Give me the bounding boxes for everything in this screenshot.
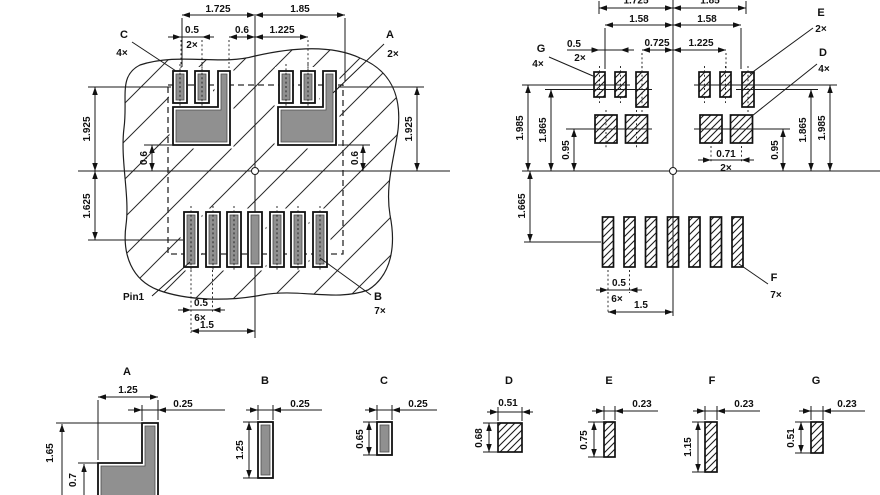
detail-a-height: 1.65: [45, 443, 56, 463]
dim-gap: 0.6: [235, 25, 249, 36]
detail-g-label: G: [812, 375, 821, 387]
callout-b-count: 7×: [374, 306, 386, 317]
callout-e: E: [817, 7, 824, 19]
dim-f-span: 1.5: [634, 300, 648, 311]
detail-e-label: E: [605, 375, 612, 387]
detail-a-width: 1.25: [118, 385, 138, 396]
detail-d-label: D: [505, 375, 513, 387]
detail-d-aperture: [497, 422, 523, 453]
detail-a-offset: 0.25: [173, 399, 193, 410]
right-view-dimensions: [525, 1, 833, 315]
land-pattern-view: 1.725 1.85 0.5 2× 0.6 1.225 C 4× A 2× 1.…: [78, 4, 450, 338]
dim-left-upper: 1.925: [82, 116, 93, 141]
detail-d-width: 0.51: [498, 398, 518, 409]
detail-f: F 0.23 1.15: [683, 375, 760, 473]
dim-c-pitch: 0.5: [185, 25, 199, 36]
dim-left-06: 0.6: [139, 151, 150, 165]
dim-right-1985: 1.985: [817, 115, 828, 140]
dim-1225: 1.225: [688, 38, 713, 49]
detail-e: E 0.23 0.75: [579, 375, 658, 458]
stencil-apertures: [522, 66, 837, 268]
center-lines-left-view: [78, 16, 450, 338]
detail-f-height: 1.15: [683, 437, 694, 457]
callout-d-count: 4×: [818, 64, 830, 75]
detail-c: C 0.25 0.65: [355, 375, 437, 456]
detail-e-aperture: [603, 421, 616, 458]
dim-f-pitch: 0.5: [612, 278, 626, 289]
callout-c: C: [120, 29, 128, 41]
callout-f-count: 7×: [770, 290, 782, 301]
dim-1665: 1.665: [517, 193, 528, 218]
callout-a: A: [386, 29, 394, 41]
dim-top-left: 1.725: [205, 4, 230, 15]
dim-f-pitch-count: 6×: [611, 294, 623, 305]
dim-left-1865: 1.865: [538, 117, 549, 142]
dim-right-095: 0.95: [770, 140, 781, 160]
pads-b-row: [183, 211, 328, 268]
dim-0725: 0.725: [644, 38, 669, 49]
detail-f-aperture: [704, 421, 718, 473]
dim-158-left: 1.58: [629, 14, 649, 25]
pin1-label: Pin1: [123, 292, 145, 303]
callout-d: D: [819, 47, 827, 59]
detail-b-offset: 0.25: [290, 399, 310, 410]
dim-top-left-clipped: 1.725: [623, 0, 648, 7]
detail-a-label: A: [123, 366, 131, 378]
callout-f: F: [771, 272, 778, 284]
detail-g: G 0.23 0.51: [786, 375, 865, 454]
detail-a-inner-height: 0.7: [68, 473, 79, 487]
left-view-dimensions: [88, 12, 424, 334]
detail-f-offset: 0.23: [734, 399, 754, 410]
dim-b-pitch-count: 6×: [194, 313, 206, 324]
callout-g-count: 4×: [532, 59, 544, 70]
dim-g-pitch: 0.5: [567, 39, 581, 50]
detail-e-offset: 0.23: [632, 399, 652, 410]
stencil-view: 1.725 1.85 1.58 1.58 0.5 2× 0.725 1.225 …: [515, 0, 880, 316]
copper-pads: [172, 64, 337, 272]
apertures-f-row: [601, 216, 744, 268]
callout-g: G: [537, 43, 546, 55]
detail-b-label: B: [261, 375, 269, 387]
callout-b: B: [374, 291, 382, 303]
dim-left-095: 0.95: [561, 140, 572, 160]
pad-center-marks: [179, 64, 321, 272]
detail-d-height: 0.68: [474, 428, 485, 448]
dim-b-pitch: 0.5: [194, 298, 208, 309]
detail-e-height: 0.75: [579, 430, 590, 450]
dim-left-lower: 1.625: [82, 193, 93, 218]
dim-158-right: 1.58: [697, 14, 717, 25]
dim-left-1985: 1.985: [515, 115, 526, 140]
detail-d: D 0.51 0.68: [474, 375, 533, 453]
left-view-labels: 1.725 1.85 0.5 2× 0.6 1.225 C 4× A 2× 1.…: [82, 4, 415, 331]
detail-f-label: F: [709, 375, 716, 387]
dim-071: 0.71: [716, 149, 736, 160]
dim-right-upper: 1.925: [404, 116, 415, 141]
detail-c-label: C: [380, 375, 388, 387]
detail-g-offset: 0.23: [837, 399, 857, 410]
detail-a: A 1.25 0.25 1.65 0.7: [45, 366, 225, 495]
dim-b-span: 1.5: [200, 320, 214, 331]
dim-top-right-clipped: 1.85: [700, 0, 720, 7]
dim-right-1865: 1.865: [798, 117, 809, 142]
detail-c-height: 0.65: [355, 429, 366, 449]
detail-b: B 0.25 1.25: [235, 375, 322, 479]
dim-top-right: 1.85: [290, 4, 310, 15]
aperture-center-marks: [522, 66, 837, 243]
detail-g-height: 0.51: [786, 428, 797, 448]
detail-b-height: 1.25: [235, 440, 246, 460]
dim-g-pitch-count: 2×: [574, 53, 586, 64]
callout-c-count: 4×: [116, 48, 128, 59]
dim-right-06: 0.6: [350, 151, 361, 165]
dim-071-count: 2×: [720, 163, 732, 174]
right-view-labels: 1.725 1.85 1.58 1.58 0.5 2× 0.725 1.225 …: [515, 0, 830, 311]
callout-e-count: 2×: [815, 24, 827, 35]
detail-views: A 1.25 0.25 1.65 0.7 B 0.25 1.25: [45, 366, 865, 495]
detail-g-aperture: [810, 421, 824, 454]
detail-c-offset: 0.25: [408, 399, 428, 410]
dim-c-pitch-count: 2×: [186, 40, 198, 51]
callout-a-count: 2×: [387, 49, 399, 60]
dim-inner-right: 1.225: [269, 25, 294, 36]
